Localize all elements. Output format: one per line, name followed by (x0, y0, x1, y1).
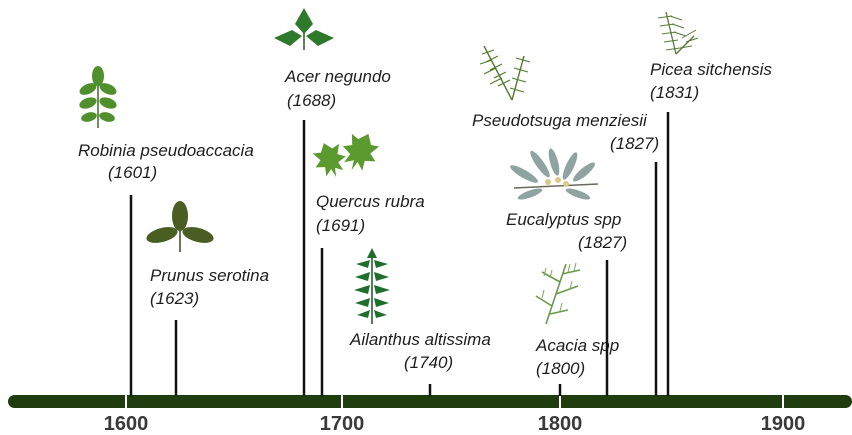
eucalyptus-branch-icon (508, 147, 598, 201)
conifer-branch-icon (658, 12, 698, 54)
species-year: (1691) (316, 216, 365, 235)
species-name: Pseudotsuga menziesii (472, 111, 648, 130)
pinnate-leaf-icon (354, 248, 390, 324)
century-label: 1700 (320, 413, 365, 435)
species-year: (1800) (536, 359, 585, 378)
oak-leaf-icon (309, 126, 385, 182)
species-name: Quercus rubra (316, 192, 425, 211)
feathery-leaf-icon (536, 263, 580, 324)
species-year: (1688) (287, 91, 336, 110)
species-year: (1831) (650, 83, 699, 102)
species-name: Eucalyptus spp (506, 210, 621, 229)
conifer-branch-icon (480, 46, 530, 100)
species-name: Picea sitchensis (650, 60, 772, 79)
species-year: (1827) (578, 233, 627, 252)
species-year: (1623) (150, 289, 199, 308)
century-label: 1900 (761, 413, 806, 435)
timeline-axis (8, 395, 852, 408)
species-name: Robinia pseudoaccacia (78, 141, 254, 160)
species-name: Prunus serotina (150, 266, 269, 285)
species-year: (1740) (404, 353, 453, 372)
species-name: Ailanthus altissima (349, 330, 491, 349)
species-ailanthus-altissima: Ailanthus altissima (1740) (349, 248, 491, 396)
pinnate-leaf-icon (78, 66, 119, 128)
trifoliate-leaf-icon (145, 201, 216, 252)
species-name: Acer negundo (284, 67, 391, 86)
species-picea-sitchensis: Picea sitchensis (1831) (650, 12, 772, 396)
trifoliate-leaf-icon (274, 8, 334, 50)
species-prunus-serotina: Prunus serotina (1623) (145, 201, 269, 396)
species-year: (1601) (108, 163, 157, 182)
century-label: 1600 (104, 413, 149, 435)
species-year: (1827) (610, 134, 659, 153)
century-label: 1800 (538, 413, 583, 435)
